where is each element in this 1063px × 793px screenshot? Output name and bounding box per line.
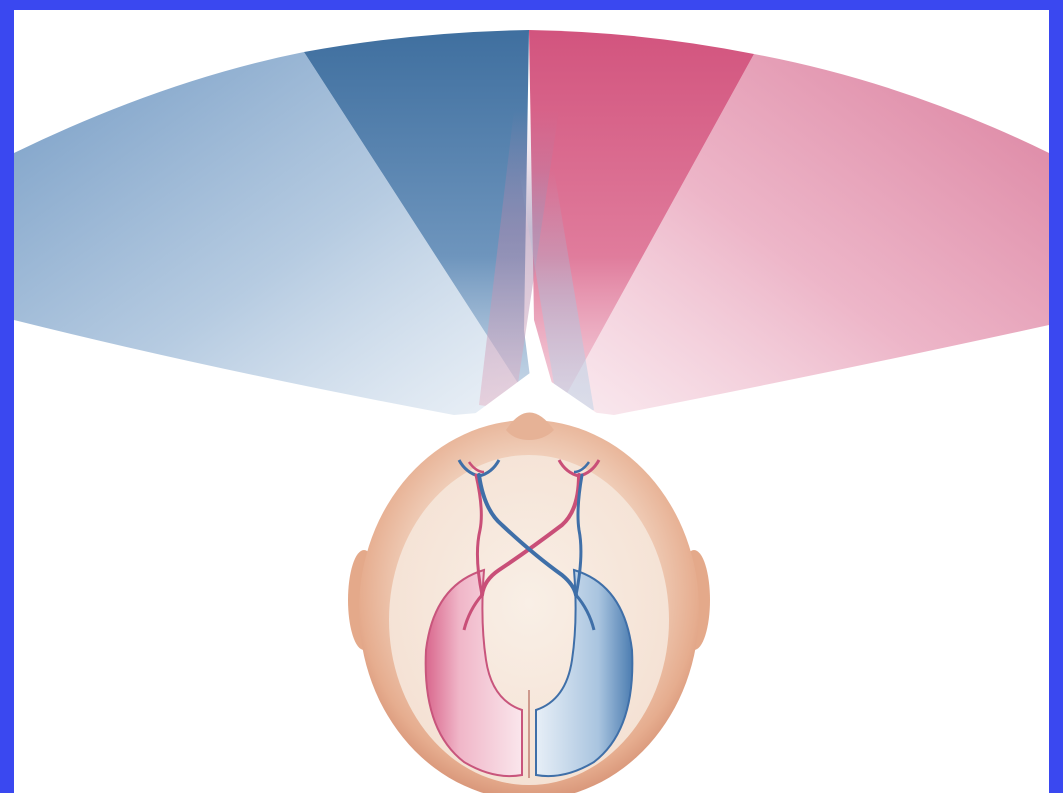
visual-pathway-diagram bbox=[14, 10, 1049, 793]
figure-frame bbox=[14, 10, 1049, 793]
